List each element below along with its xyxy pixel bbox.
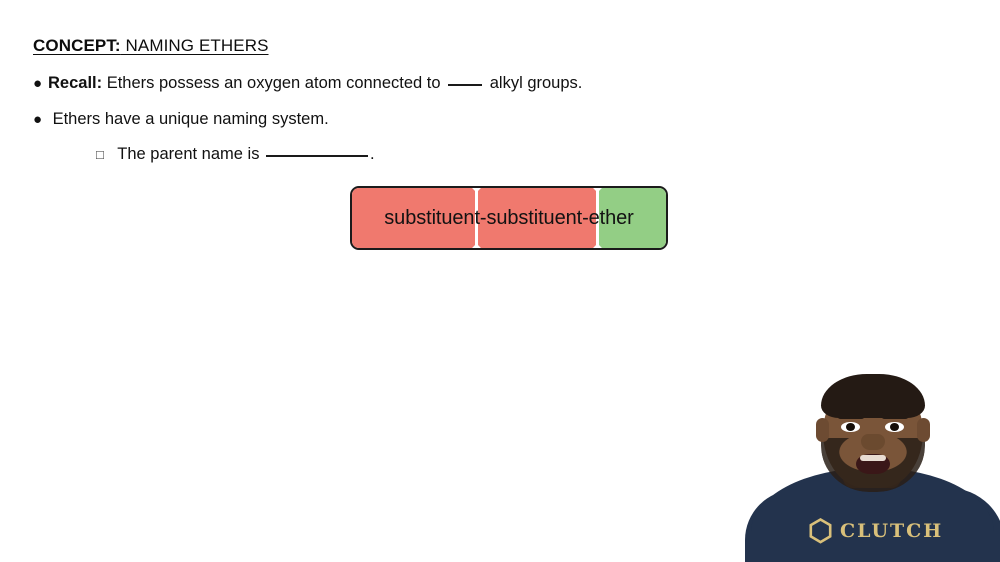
sub-bullet-text-before: The parent name is <box>113 145 265 163</box>
segment-divider-1 <box>475 188 478 248</box>
sub-bullet-blank <box>266 155 369 157</box>
bullet-recall: ● Recall: Ethers possess an oxygen atom c… <box>33 74 582 93</box>
bullet-recall-lead: Recall: <box>48 74 103 92</box>
title-subject: NAMING ETHERS <box>120 36 269 55</box>
sub-bullet-text-after: . <box>370 145 375 163</box>
ear-left <box>816 418 829 442</box>
bullet-unique-naming: ● Ethers have a unique naming system. <box>33 110 329 129</box>
bullet-dot-icon: ● <box>33 111 43 128</box>
nose <box>861 434 885 450</box>
segment-divider-2 <box>596 188 599 248</box>
bullet-recall-text-after: alkyl groups. <box>485 74 583 92</box>
ear-right <box>917 418 930 442</box>
instructor-video-overlay: CLUTCH <box>745 360 1000 562</box>
slide-title: CONCEPT: NAMING ETHERS <box>33 36 269 56</box>
title-concept-label: CONCEPT: <box>33 36 121 55</box>
bullet-dot-icon: ● <box>33 75 43 92</box>
bullet-recall-text-before: Ethers possess an oxygen atom connected … <box>102 74 446 92</box>
eye-right <box>885 422 904 432</box>
sub-bullet-parent-name: □ The parent name is . <box>96 145 375 163</box>
hexagon-icon <box>809 518 832 544</box>
mouth <box>856 454 890 474</box>
hair <box>821 374 925 418</box>
bullet-square-icon: □ <box>96 147 104 162</box>
eye-left <box>841 422 860 432</box>
eyebrow-right <box>881 412 909 419</box>
brand-wordmark: CLUTCH <box>840 520 944 542</box>
instructor-figure: CLUTCH <box>745 360 1000 562</box>
pupil-right <box>890 423 899 431</box>
bullet-recall-blank <box>448 84 483 86</box>
segment-ether <box>598 188 666 248</box>
shirt-brand-logo: CLUTCH <box>809 518 943 544</box>
segment-substituent-2 <box>477 188 598 248</box>
bullet-unique-text: Ethers have a unique naming system. <box>48 110 329 128</box>
pupil-left <box>846 423 855 431</box>
eyebrow-left <box>837 412 865 419</box>
segment-substituent-1 <box>352 188 477 248</box>
teeth <box>860 455 886 461</box>
name-format-diagram: substituent-substituent-ether <box>350 186 668 250</box>
